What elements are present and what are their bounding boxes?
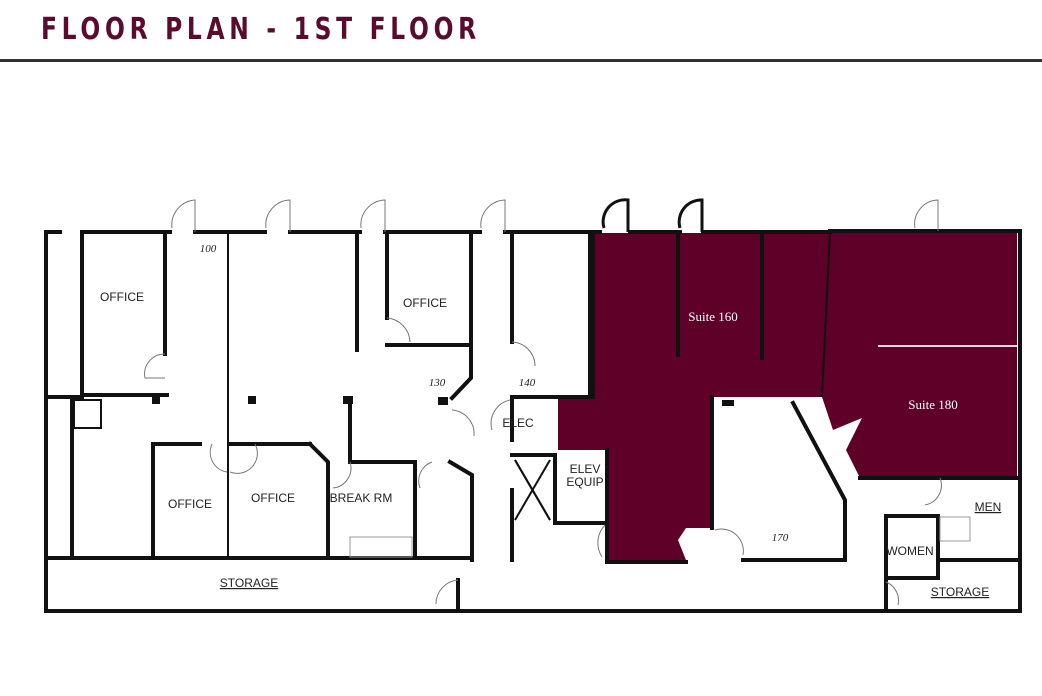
title-divider	[0, 59, 1042, 62]
room-label-office: OFFICE	[251, 491, 295, 505]
room-number-130: 130	[429, 377, 446, 389]
suite-180-label: Suite 180	[908, 397, 957, 412]
room-label-office: OFFICE	[168, 497, 212, 511]
door-swings	[144, 198, 942, 606]
room-number-100: 100	[200, 243, 217, 255]
kitchen-counter	[349, 536, 413, 558]
suite-160-area[interactable]	[558, 233, 830, 560]
walls	[44, 229, 1022, 613]
urinal-fixtures	[939, 516, 971, 542]
room-label-elec: ELEC	[502, 416, 534, 430]
room-label-storage: STORAGE	[931, 585, 989, 599]
room-label-office: OFFICE	[100, 290, 144, 304]
room-label-storage: STORAGE	[220, 576, 278, 590]
room-label-equip: EQUIP	[566, 475, 603, 489]
room-number-140: 140	[519, 377, 536, 389]
room-label-men: MEN	[975, 500, 1002, 514]
page-title: FLOOR PLAN - 1ST FLOOR	[41, 12, 481, 47]
room-label-break-room: BREAK RM	[330, 491, 393, 505]
room-label-office: OFFICE	[403, 296, 447, 310]
room-number-170: 170	[772, 532, 789, 544]
room-label-women: WOMEN	[886, 544, 933, 558]
suite-180-area[interactable]	[822, 233, 1017, 478]
suite-160-label: Suite 160	[688, 309, 737, 324]
room-label-elev: ELEV	[570, 462, 601, 476]
